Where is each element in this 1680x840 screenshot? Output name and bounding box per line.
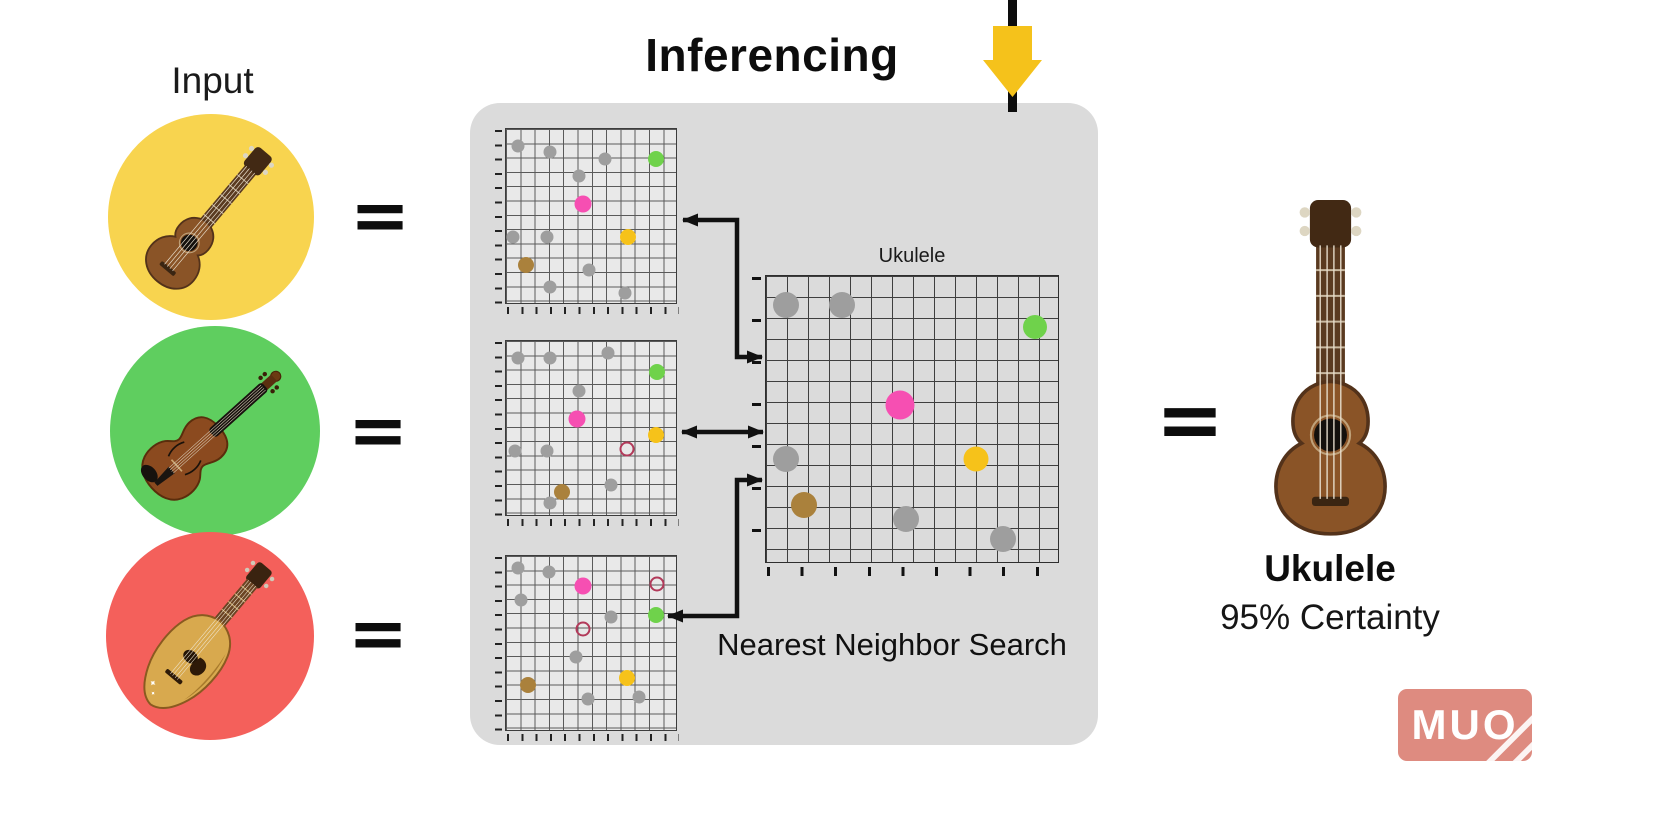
data-point-green bbox=[649, 364, 666, 381]
y-axis-ticks bbox=[495, 130, 502, 306]
data-point-gray bbox=[581, 692, 595, 706]
data-point-gray bbox=[989, 526, 1016, 553]
data-point-gray bbox=[773, 446, 800, 473]
data-point-gray bbox=[773, 291, 800, 318]
y-axis-ticks bbox=[495, 342, 502, 518]
result-ukulele-image bbox=[1274, 198, 1387, 536]
equals-sign-1: = bbox=[349, 173, 411, 257]
data-point-green bbox=[647, 607, 664, 624]
data-point-gray bbox=[632, 690, 646, 704]
data-point-pink bbox=[568, 410, 586, 428]
data-point-gray bbox=[598, 152, 612, 166]
muo-logo: MUO bbox=[1398, 689, 1532, 761]
data-point-brown bbox=[554, 484, 571, 501]
data-point-pink bbox=[574, 195, 591, 213]
data-point-yellow bbox=[963, 446, 989, 472]
down-arrow-icon bbox=[983, 0, 1042, 112]
data-point-gray bbox=[618, 286, 632, 300]
data-point-gray bbox=[511, 351, 525, 365]
input-circle-mandolin bbox=[106, 532, 314, 740]
embedding-grid-1 bbox=[495, 128, 679, 314]
data-point-gray bbox=[572, 384, 586, 398]
data-point-brown bbox=[790, 491, 817, 518]
y-axis-ticks bbox=[495, 557, 502, 733]
data-point-gray bbox=[543, 145, 557, 159]
logo-stripes-icon bbox=[1486, 715, 1532, 761]
data-point-green bbox=[1022, 315, 1047, 340]
data-point-gray bbox=[572, 169, 586, 183]
embedding-grid-2-plot bbox=[505, 340, 677, 516]
certainty-label: 95% Certainty bbox=[1220, 598, 1440, 637]
data-point-yellow bbox=[620, 228, 637, 245]
data-point-gray bbox=[511, 139, 525, 153]
y-axis-ticks bbox=[752, 277, 761, 565]
data-point-pink bbox=[574, 577, 591, 595]
embedding-grid-1-plot bbox=[505, 128, 677, 304]
muo-logo-text: MUO bbox=[1411, 701, 1519, 748]
embedding-grid-2 bbox=[495, 340, 679, 526]
mandolin-icon bbox=[125, 545, 292, 726]
x-axis-ticks bbox=[507, 519, 679, 526]
result-label: Ukulele bbox=[1264, 548, 1396, 589]
data-point-gray bbox=[543, 280, 557, 294]
data-point-hollow_red bbox=[575, 621, 590, 637]
x-axis-ticks bbox=[767, 567, 1061, 576]
data-point-gray bbox=[543, 496, 557, 510]
input-label: Input bbox=[171, 60, 254, 101]
main-grid-plot bbox=[765, 275, 1059, 563]
violin-icon bbox=[130, 349, 301, 512]
equals-sign-result: = bbox=[1155, 372, 1225, 468]
main-grid-label: Ukulele bbox=[878, 245, 946, 267]
data-point-gray bbox=[893, 506, 920, 533]
x-axis-ticks bbox=[507, 307, 679, 314]
input-circle-violin bbox=[110, 326, 320, 536]
data-point-gray bbox=[543, 351, 557, 365]
data-point-brown bbox=[518, 256, 535, 273]
data-point-gray bbox=[506, 230, 520, 244]
main-grid bbox=[752, 275, 1061, 576]
ukulele-icon bbox=[135, 133, 288, 300]
data-point-gray bbox=[508, 444, 521, 458]
arrow-grid3-to-main bbox=[667, 473, 763, 623]
data-point-gray bbox=[569, 650, 583, 664]
input-circle-ukulele bbox=[108, 114, 314, 320]
data-point-gray bbox=[604, 478, 618, 492]
data-point-gray bbox=[582, 263, 596, 277]
data-point-gray bbox=[601, 346, 615, 360]
arrow-grid1-to-main bbox=[682, 213, 763, 364]
data-point-brown bbox=[520, 676, 537, 693]
data-point-pink bbox=[885, 390, 915, 420]
nearest-neighbor-label: Nearest Neighbor Search bbox=[717, 627, 1067, 662]
equals-sign-3: = bbox=[347, 591, 409, 675]
data-point-gray bbox=[540, 230, 554, 244]
data-point-hollow_red bbox=[619, 441, 635, 457]
data-point-yellow bbox=[618, 669, 635, 686]
data-point-green bbox=[647, 150, 664, 167]
inferencing-panel: Ukulele Nearest Neighbor Search bbox=[470, 103, 1098, 745]
data-point-gray bbox=[542, 565, 555, 579]
data-point-hollow_red bbox=[649, 576, 665, 592]
diagram-title: Inferencing bbox=[645, 29, 899, 81]
data-point-gray bbox=[540, 444, 554, 458]
embedding-grid-3-plot bbox=[505, 555, 677, 731]
x-axis-ticks bbox=[507, 734, 679, 741]
equals-sign-2: = bbox=[347, 388, 409, 472]
data-point-gray bbox=[514, 593, 528, 606]
data-point-gray bbox=[511, 561, 525, 575]
embedding-grid-3 bbox=[495, 555, 679, 741]
data-point-gray bbox=[828, 291, 855, 318]
data-point-yellow bbox=[647, 426, 664, 443]
data-point-gray bbox=[604, 610, 618, 624]
